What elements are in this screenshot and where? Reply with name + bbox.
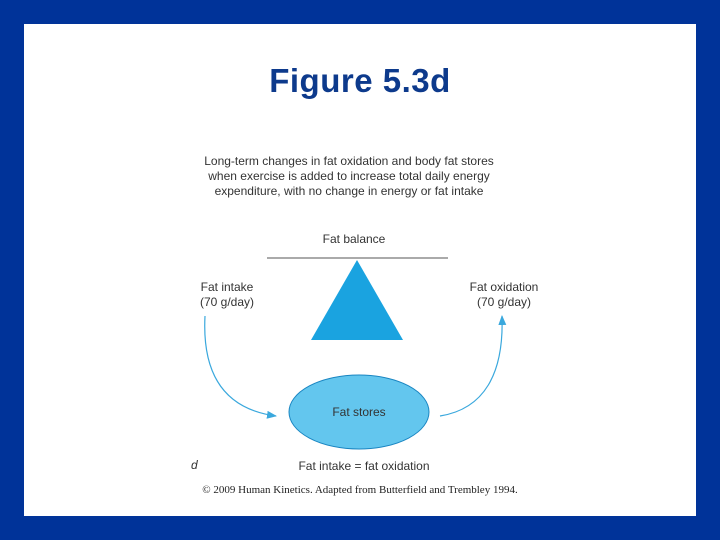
copyright-text: © 2009 Human Kinetics. Adapted from Butt… [202, 484, 518, 496]
fat-intake-title: Fat intake [200, 280, 254, 294]
fat-oxidation-value: (70 g/day) [476, 295, 532, 309]
figure-caption: Long-term changes in fat oxidation and b… [184, 154, 514, 199]
diagram-graphic [204, 257, 507, 450]
caption-line: when exercise is added to increase total… [208, 169, 490, 183]
oxidation-arrow [439, 315, 507, 417]
fat-balance-label: Fat balance [322, 232, 386, 246]
caption-line: expenditure, with no change in energy or… [214, 184, 484, 198]
slide: Figure 5.3d Long-term changes in fat oxi… [24, 24, 696, 516]
fat-stores-ellipse [288, 374, 430, 450]
panel-letter: d [191, 458, 198, 472]
fat-oxidation-title: Fat oxidation [469, 280, 539, 294]
intake-arrow [204, 315, 277, 419]
fat-intake-label: Fat intake (70 g/day) [172, 280, 282, 310]
balance-fulcrum-triangle [311, 260, 403, 340]
fat-intake-value: (70 g/day) [199, 295, 255, 309]
fat-oxidation-label: Fat oxidation (70 g/day) [444, 280, 564, 310]
caption-line: Long-term changes in fat oxidation and b… [204, 154, 494, 168]
equation-label: Fat intake = fat oxidation [298, 459, 430, 473]
slide-title: Figure 5.3d [269, 62, 451, 99]
fat-stores-label: Fat stores [332, 405, 386, 419]
